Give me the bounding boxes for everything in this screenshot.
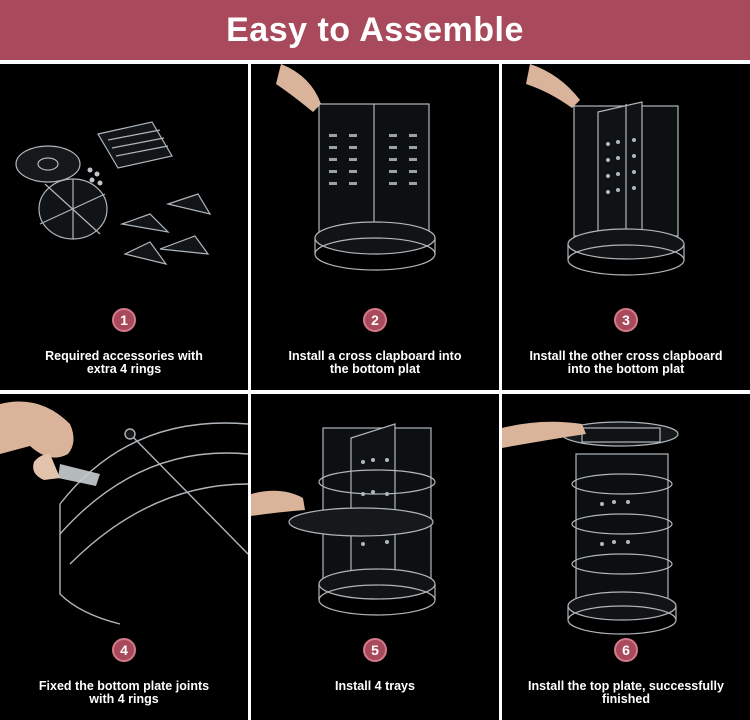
- step-6-badge: 6: [614, 638, 638, 662]
- step-2-caption: Install a cross clapboard into the botto…: [251, 350, 499, 376]
- step-6-caption-line2: finished: [602, 692, 650, 706]
- step-5-photo: [251, 423, 436, 616]
- step-1-photo: [15, 121, 212, 265]
- step-3-caption: Install the other cross clapboard into t…: [502, 350, 750, 376]
- step-3-badge: 3: [614, 308, 638, 332]
- step-2-photo: [276, 64, 436, 271]
- page-title: Easy to Assemble: [226, 10, 524, 49]
- step-2-caption-line2: the bottom plat: [329, 362, 421, 376]
- step-4-caption-line2: with 4 rings: [89, 692, 159, 706]
- step-6-photo: [502, 421, 679, 635]
- step-3-caption-line2: into the bottom plat: [567, 362, 685, 376]
- step-1-panel: 1 Required accessories with extra 4 ring…: [0, 64, 248, 390]
- step-1-caption-line2: extra 4 rings: [86, 362, 162, 376]
- step-6-caption-line1: Install the top plate, successfully: [528, 679, 724, 693]
- step-4-panel: 4 Fixed the bottom plate joints with 4 r…: [0, 394, 248, 720]
- step-5-caption-line1: Install 4 trays: [335, 679, 415, 693]
- step-1-caption: Required accessories with extra 4 rings: [0, 350, 248, 376]
- step-4-photo: [0, 401, 248, 625]
- step-4-caption: Fixed the bottom plate joints with 4 rin…: [0, 680, 248, 706]
- step-6-caption: Install the top plate, successfully fini…: [502, 680, 750, 706]
- step-5-panel: 5 Install 4 trays: [251, 394, 499, 720]
- steps-grid: 1 Required accessories with extra 4 ring…: [0, 64, 750, 720]
- header-banner: Easy to Assemble: [0, 0, 750, 60]
- step-5-badge: 5: [363, 638, 387, 662]
- step-4-caption-line1: Fixed the bottom plate joints: [38, 679, 210, 693]
- step-1-badge: 1: [112, 308, 136, 332]
- step-2-badge: 2: [363, 308, 387, 332]
- step-2-panel: 2 Install a cross clapboard into the bot…: [251, 64, 499, 390]
- step-6-panel: 6 Install the top plate, successfully fi…: [502, 394, 750, 720]
- step-3-photo: [526, 64, 685, 276]
- step-4-badge: 4: [112, 638, 136, 662]
- step-2-caption-line1: Install a cross clapboard into: [288, 349, 462, 363]
- step-5-caption: Install 4 trays: [251, 680, 499, 693]
- step-3-panel: 3 Install the other cross clapboard into…: [502, 64, 750, 390]
- step-1-caption-line1: Required accessories with: [45, 349, 203, 363]
- step-3-caption-line1: Install the other cross clapboard: [529, 349, 723, 363]
